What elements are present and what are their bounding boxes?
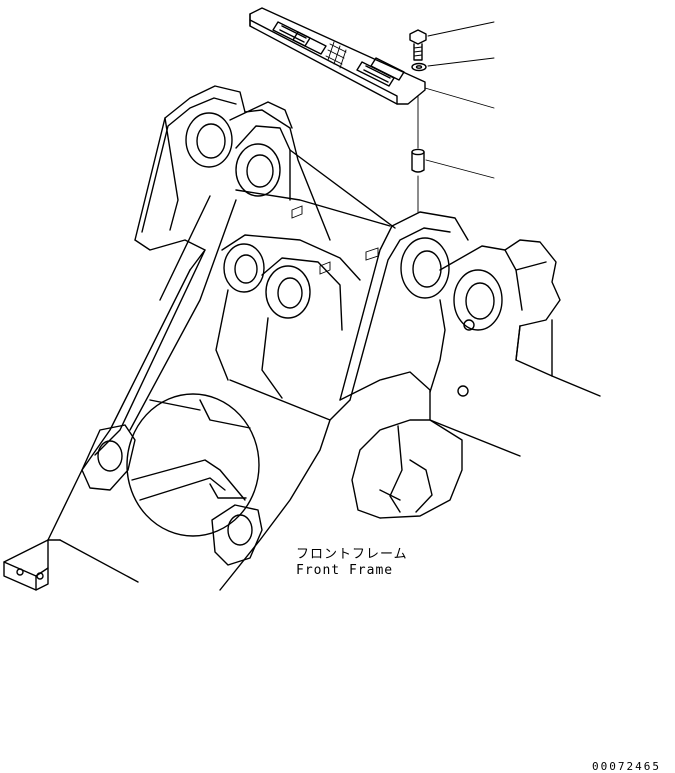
spacer-collar xyxy=(411,148,425,173)
frame-inspection-opening xyxy=(126,393,260,537)
drawing-number: 00072465 xyxy=(592,760,661,773)
cover-plate xyxy=(249,7,426,105)
part-name-japanese: フロントフレーム xyxy=(296,547,408,562)
leader-lines xyxy=(424,21,495,179)
cover-plate-emblem xyxy=(325,41,347,69)
front-frame xyxy=(3,85,601,591)
part-name-english: Front Frame xyxy=(296,563,394,578)
cover-plate-slots xyxy=(272,21,405,87)
washer xyxy=(411,62,427,72)
bolt xyxy=(409,29,427,61)
